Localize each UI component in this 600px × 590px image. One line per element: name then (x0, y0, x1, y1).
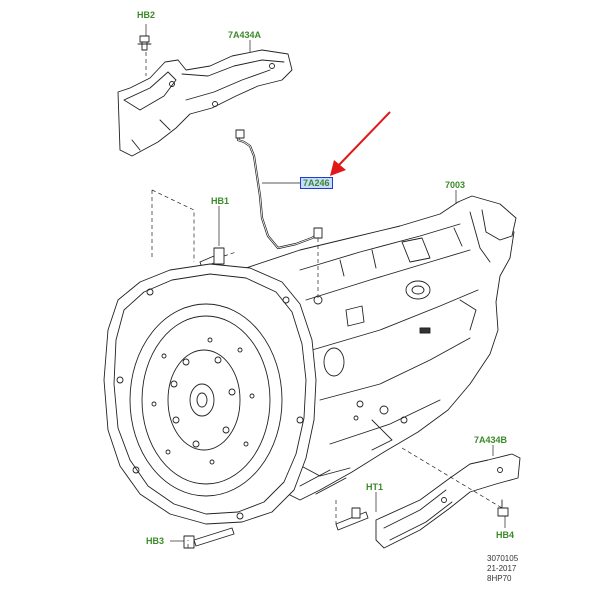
bolt-hb3[interactable] (183, 527, 235, 549)
bolt-hb2[interactable] (137, 35, 152, 51)
callout-ht1[interactable]: HT1 (366, 482, 384, 492)
callout-hb4[interactable]: HB4 (496, 530, 515, 540)
heat-shield-bracket-7a434b[interactable] (375, 453, 521, 549)
callout-7a434a[interactable]: 7A434A (228, 30, 262, 40)
cooler-tube-7a246[interactable] (235, 129, 323, 250)
assembly-guide-lines (145, 52, 503, 548)
callout-hb1[interactable]: HB1 (211, 196, 230, 206)
pointer-arrow (330, 111, 391, 176)
stud-ht1[interactable] (335, 507, 369, 531)
callout-7a246-highlighted[interactable]: 7A246 (300, 177, 333, 189)
callout-hb2[interactable]: HB2 (137, 10, 156, 20)
reference-model: 8HP70 (487, 574, 512, 583)
heat-shield-bracket-7a434a[interactable] (117, 49, 293, 157)
callout-leader-lines (145, 24, 506, 542)
callout-7a434b[interactable]: 7A434B (474, 435, 508, 445)
flexplate (129, 303, 283, 497)
bolt-hb4[interactable] (497, 499, 509, 517)
reference-number: 3070105 (487, 554, 519, 563)
callout-7003[interactable]: 7003 (445, 180, 466, 190)
callout-hb3[interactable]: HB3 (146, 536, 165, 546)
reference-date: 21-2017 (487, 564, 517, 573)
